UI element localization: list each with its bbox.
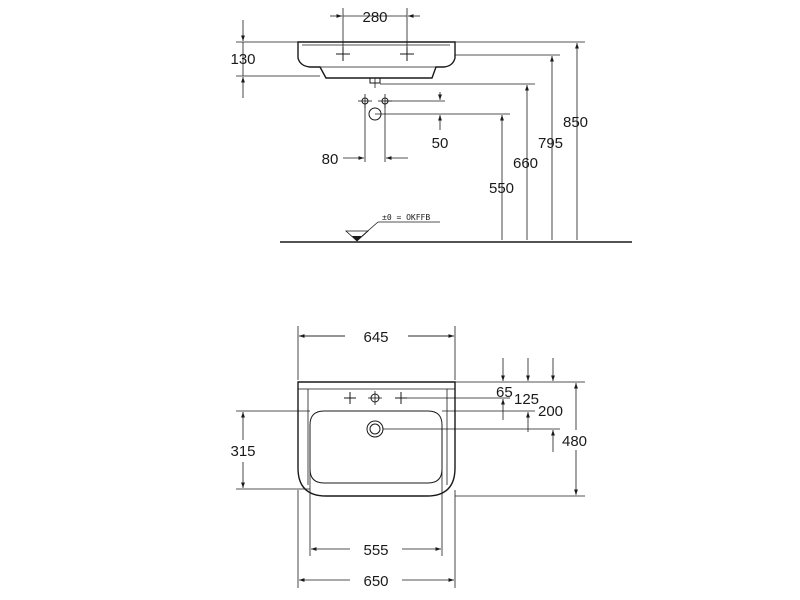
dim-650: 650 [297,490,456,590]
dim-50: 50 [385,92,448,152]
tap-hole-symbol [344,391,407,405]
dim-label-480: 480 [562,433,587,450]
dim-280: 280 [330,8,420,50]
dim-315: 315 [230,410,310,490]
dim-label-200: 200 [538,403,563,420]
dim-label-130: 130 [230,51,255,68]
dim-label-650: 650 [363,573,388,590]
waste-hole-symbol [366,420,384,438]
dim-label-80: 80 [322,151,339,168]
floor-reference-label: ±0 = OKFFB [382,213,430,222]
dim-label-125: 125 [514,391,539,408]
side-view: 280 130 850 795 660 550 [230,8,632,243]
dim-label-555: 555 [363,542,388,559]
dim-label-850: 850 [563,114,588,131]
basin-plan-outline [297,381,456,497]
dim-right-stack: 65 125 200 480 [383,358,587,497]
dim-label-315: 315 [230,443,255,460]
dim-130: 130 [230,20,320,98]
tap-hole-symbol [336,47,414,61]
dim-label-660: 660 [513,155,538,172]
dim-label-280: 280 [362,9,387,26]
dim-label-645: 645 [363,329,388,346]
plan-view: 645 315 65 125 200 [230,326,587,590]
dim-heights: 850 795 660 550 [375,41,588,240]
floor-line: ±0 = OKFFB [280,213,632,243]
trap-symbol [358,94,392,162]
dim-label-65: 65 [496,384,513,401]
dim-80: 80 [322,151,408,168]
basin-side-outline [297,41,456,88]
dim-label-795: 795 [538,135,563,152]
dim-label-50: 50 [432,135,449,152]
dim-555: 555 [309,470,443,559]
dim-label-550: 550 [489,180,514,197]
dim-645: 645 [297,326,456,380]
